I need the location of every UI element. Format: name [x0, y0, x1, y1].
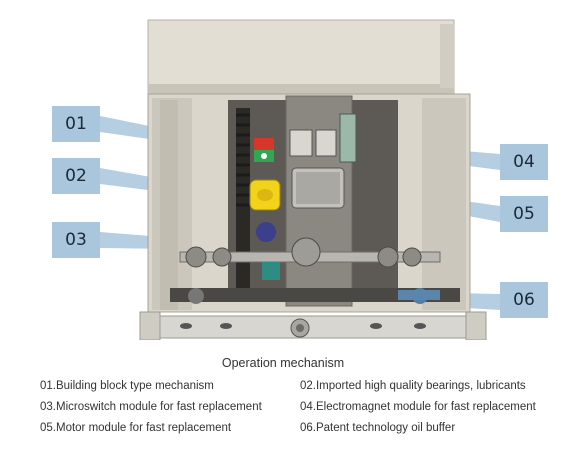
- figure-caption: Operation mechanism: [221, 356, 345, 370]
- position-indicator: [254, 138, 274, 162]
- callout-06: 06: [500, 282, 548, 318]
- base-rail: [139, 311, 487, 340]
- legend-item-04: 04.Electromagnet module for fast replace…: [300, 401, 536, 413]
- callout-02: 02: [52, 158, 100, 194]
- callout-05: 05: [500, 196, 548, 232]
- legend-item-02: 02.Imported high quality bearings, lubri…: [300, 380, 526, 392]
- legend-item-03: 03.Microswitch module for fast replaceme…: [40, 401, 262, 413]
- mechanism-illustration: [100, 19, 500, 340]
- callout-01: 01: [52, 106, 100, 142]
- legend-item-06: 06.Patent technology oil buffer: [300, 422, 456, 434]
- motor: [256, 167, 345, 242]
- oil-buffer: [170, 288, 460, 304]
- top-cover: [147, 19, 455, 95]
- callout-03: 03: [52, 222, 100, 258]
- spring: [236, 113, 250, 207]
- electromagnet: [249, 179, 281, 211]
- microswitches: [289, 113, 357, 163]
- legend-item-01: 01.Building block type mechanism: [40, 380, 214, 392]
- callout-04: 04: [500, 144, 548, 180]
- legend-item-05: 05.Motor module for fast replacement: [40, 422, 232, 434]
- main-shaft: [179, 237, 441, 280]
